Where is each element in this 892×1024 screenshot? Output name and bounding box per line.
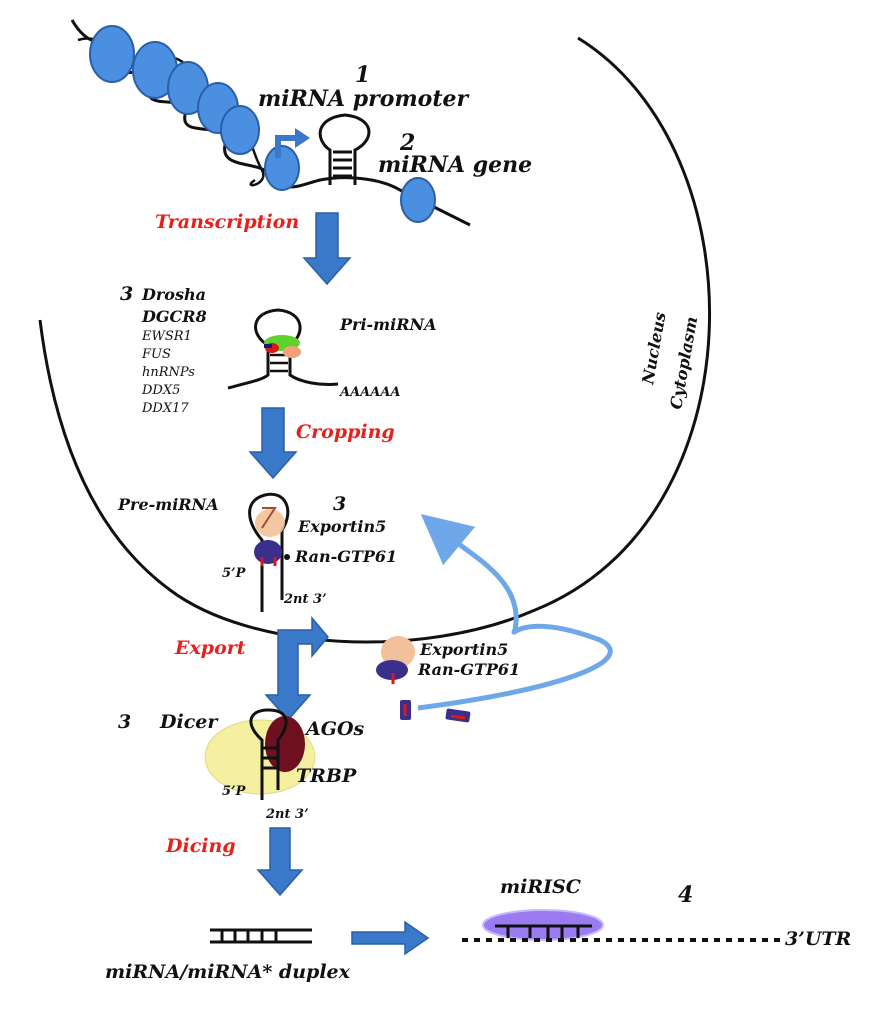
- step-4-number: 4: [678, 882, 693, 908]
- mirna-duplex: [210, 928, 312, 944]
- recycled-exportin-complex: [376, 636, 415, 684]
- to-mirisc-arrow-icon: [351, 920, 430, 956]
- hnrnps-label: hnRNPs: [142, 365, 195, 380]
- mirna-promoter-label: miRNA promoter: [258, 86, 470, 112]
- ran-gtp-blob: [254, 540, 282, 564]
- nucleosome: [220, 105, 260, 155]
- utr-label: 3’UTR: [785, 928, 851, 950]
- step-2-number: 2: [399, 130, 415, 156]
- five-prime-label-1: 5’P: [222, 566, 247, 581]
- cofactor-blob: [283, 346, 301, 358]
- gene-hairpin: [318, 113, 371, 185]
- export-label: Export: [174, 637, 246, 659]
- nucleosome: [89, 25, 135, 83]
- mirisc-guide: [495, 924, 592, 938]
- nucleus-label: Nucleus: [638, 311, 670, 387]
- fus-label: FUS: [141, 347, 171, 362]
- nucleosome: [400, 177, 436, 223]
- polya-label: AAAAAA: [338, 385, 401, 400]
- dgcr8-label: DGCR8: [141, 307, 207, 326]
- exportin5-blob: [255, 509, 285, 537]
- ddx5-label: DDX5: [141, 383, 180, 398]
- ddx17-label: DDX17: [141, 401, 189, 416]
- duplex-label: miRNA/miRNA* duplex: [105, 961, 351, 983]
- dicing-arrow-icon: [256, 827, 304, 897]
- ran-gtp-label-nucleus: Ran-GTP61: [294, 547, 397, 566]
- chromatin: [70, 19, 471, 227]
- nuclear-envelope: [38, 36, 711, 644]
- ran-gtp-label-cytoplasm: Ran-GTP61: [417, 660, 520, 679]
- dicer-hairpin: [249, 708, 288, 800]
- cytoplasm-label: Cytoplasm: [666, 315, 701, 411]
- cropping-label: Cropping: [296, 421, 395, 443]
- transcription-label: Transcription: [155, 211, 299, 233]
- agos-label: AGOs: [304, 718, 365, 740]
- mirna-gene-label: miRNA gene: [378, 152, 532, 178]
- two-nt-label-2: 2nt 3’: [265, 807, 309, 822]
- promoter-arrow-icon: [275, 135, 298, 158]
- exportin5-label-cytoplasm: Exportin5: [419, 640, 508, 659]
- two-nt-label-1: 2nt 3’: [283, 592, 327, 607]
- pre-mirna-label: Pre-miRNA: [117, 495, 219, 514]
- dicing-label: Dicing: [165, 835, 236, 857]
- exportin5-label-nucleus: Exportin5: [297, 517, 386, 536]
- step-3c-number: 3: [118, 711, 131, 733]
- cropping-arrow-icon: [248, 407, 298, 480]
- transcription-arrow-icon: [302, 212, 352, 286]
- ewsr1-label: EWSR1: [141, 329, 192, 344]
- nucleosome: [264, 145, 300, 191]
- five-prime-label-2: 5’P: [222, 784, 247, 799]
- pri-mirna-label: Pri-miRNA: [339, 315, 437, 334]
- dicer-label: Dicer: [159, 711, 219, 733]
- recycle-arrow-icon: [417, 514, 613, 711]
- step-1-number: 1: [355, 62, 370, 88]
- pri-mirna-hairpin: [227, 308, 339, 390]
- drosha-label: Drosha: [141, 285, 206, 304]
- step-3b-number: 3: [333, 493, 346, 515]
- mirisc-label: miRISC: [500, 876, 581, 898]
- trbp-label: TRBP: [296, 765, 357, 787]
- step-3a-number: 3: [120, 283, 133, 305]
- pre-mirna-hairpin: [248, 492, 290, 612]
